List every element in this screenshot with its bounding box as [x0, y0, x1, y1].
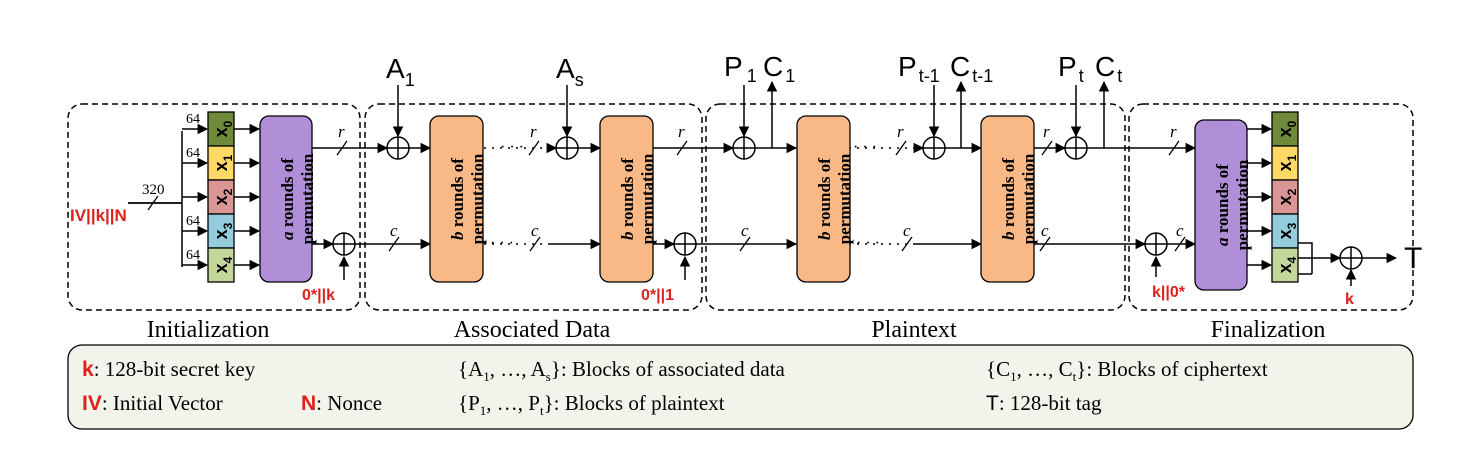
fin-phase-box: [1128, 103, 1414, 311]
init-width-label: 320: [142, 182, 165, 198]
block-label-a1: A1: [386, 53, 415, 90]
legend-plaintext: {P1, …, Pt}: Blocks of plaintext: [458, 391, 725, 418]
xor-input-fin-start: k||0*: [1152, 284, 1186, 301]
fin-word-label-x4: x4: [1275, 256, 1299, 273]
rate-label-pt-end: r: [1043, 122, 1050, 141]
legend-tag: T: 128-bit tag: [986, 391, 1102, 415]
capacity-label-pt-mid: c: [903, 221, 911, 240]
capacity-label-pt: c: [741, 221, 749, 240]
init-word-label-x3: x3: [211, 222, 235, 239]
init-word-label-x2: x2: [211, 188, 235, 205]
fin-word-label-x1: x1: [1275, 154, 1299, 171]
tag-output-label: T: [1404, 242, 1422, 275]
fin-word-x0: [1271, 111, 1299, 147]
capacity-label-ad: c: [531, 221, 539, 240]
ad-phase-box: [364, 103, 703, 311]
legend-key: k: 128-bit secret key: [82, 357, 256, 381]
phase-label-fin: Finalization: [1211, 317, 1326, 343]
init-word-label-x0: x0: [211, 120, 235, 137]
fin-word-label-x2: x2: [1275, 188, 1299, 205]
tag-key-input: k: [1345, 291, 1354, 308]
init-word-x4: [207, 247, 235, 283]
legend-iv: IV: Initial Vector: [82, 391, 223, 415]
word-width-label: 64: [186, 214, 200, 229]
pt-b-perm-2-label: b rounds ofpermutation: [999, 153, 1038, 244]
legend-nonce: N: Nonce: [301, 391, 382, 415]
rate-label-fin: r: [1170, 122, 1177, 141]
init-word-label-x4: x4: [211, 256, 235, 273]
fin-word-label-x3: x3: [1275, 222, 1299, 239]
ad-rate-ellipsis: · · ·: [500, 139, 524, 156]
capacity-label-init: c: [390, 221, 398, 240]
init-word-x2: [207, 179, 235, 215]
init-input-label: IV||k||N: [70, 206, 127, 225]
fin-permutation-label: a rounds ofpermutation: [1213, 159, 1252, 250]
capacity-label-fin: c: [1176, 221, 1184, 240]
pt-rate-ellipsis: · · ·: [853, 139, 877, 156]
rate-label-ad: r: [530, 122, 537, 141]
fin-word-label-x0: x0: [1275, 120, 1299, 137]
init-phase-box: [67, 103, 361, 311]
ad-capacity-ellipsis: · · ·: [490, 235, 514, 252]
pt-b-perm-2: [980, 115, 1035, 283]
init-permutation-block: [259, 115, 313, 283]
ad-b-perm-2-label: b rounds ofpermutation: [618, 153, 657, 244]
pt-b-perm-1-label: b rounds ofpermutation: [815, 153, 854, 244]
capacity-label-pt-end: c: [1041, 221, 1049, 240]
init-word-x0: [207, 111, 235, 147]
word-width-label: 64: [186, 146, 200, 161]
ad-b-perm-1: [429, 115, 484, 283]
legend-box: [67, 344, 1414, 430]
xor-input-ad-end: 0*||1: [641, 287, 674, 304]
ad-b-perm-1-label: b rounds ofpermutation: [448, 153, 487, 244]
legend-ciphertext: {C1, …, Ct}: Blocks of ciphertext: [986, 357, 1268, 384]
rate-label-init: r: [338, 122, 345, 141]
init-word-label-x1: x1: [211, 154, 235, 171]
word-width-label: 64: [186, 248, 200, 263]
pt-b-perm-1: [796, 115, 851, 283]
pt-capacity-ellipsis: · · ·: [856, 235, 880, 252]
rate-label-pt: r: [897, 122, 904, 141]
fin-word-x4: [1271, 247, 1299, 283]
fin-permutation-block: [1194, 119, 1248, 291]
phase-label-ad: Associated Data: [454, 317, 611, 343]
init-permutation-label: a rounds ofpermutation: [278, 153, 317, 244]
legend-associated-data: {A1, …, As}: Blocks of associated data: [458, 357, 786, 384]
ad-b-perm-2: [599, 115, 654, 283]
word-width-label: 64: [186, 112, 200, 127]
block-label-as: As: [556, 53, 584, 90]
pt-phase-box: [705, 103, 1126, 311]
rate-label-ad-end: r: [678, 122, 685, 141]
xor-input-init-end: 0*||k: [302, 287, 335, 304]
phase-label-pt: Plaintext: [871, 317, 957, 343]
phase-label-init: Initialization: [147, 317, 270, 343]
